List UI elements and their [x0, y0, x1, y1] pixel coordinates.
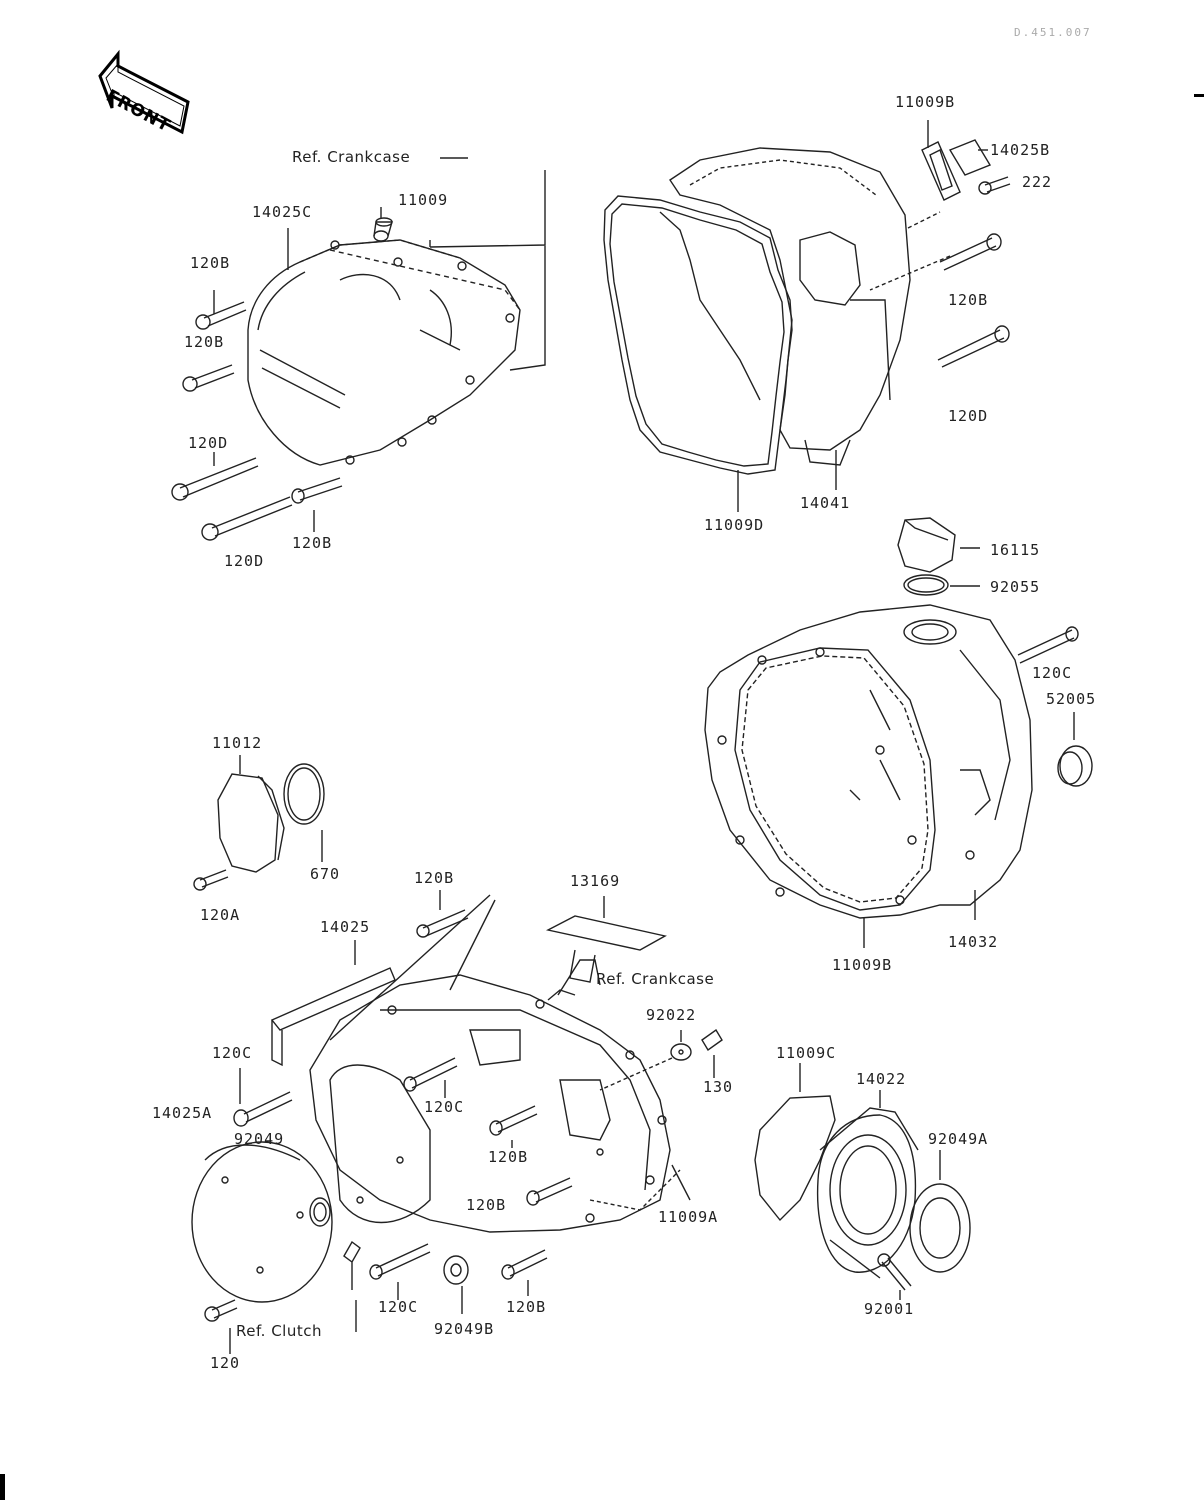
gasket-11009D	[603, 195, 793, 475]
bolt-120	[204, 1299, 238, 1322]
label-130: 130	[703, 1078, 734, 1096]
label-14032: 14032	[948, 933, 999, 951]
label-120B-g: 120B	[466, 1196, 507, 1214]
washer-92049B	[443, 1255, 469, 1285]
washer-92022	[670, 1043, 692, 1061]
label-11009B: 11009B	[832, 956, 893, 974]
bolt-120D-1	[171, 457, 259, 501]
seal-92049A	[909, 1183, 971, 1273]
label-92049: 92049	[234, 1130, 285, 1148]
bolt-120D-3	[937, 325, 1010, 368]
label-16115: 16115	[990, 541, 1041, 559]
label-ref-crankcase-top: Ref. Crankcase	[292, 148, 411, 166]
label-120D-a: 120D	[188, 434, 229, 452]
label-120C-b: 120C	[212, 1044, 253, 1062]
engine-cover-14025	[309, 974, 671, 1233]
label-13169: 13169	[570, 872, 621, 890]
label-670: 670	[310, 865, 341, 883]
label-11009: 11009	[398, 191, 449, 209]
label-120D-b: 120D	[224, 552, 265, 570]
bracket-13169	[545, 915, 667, 983]
label-222: 222	[1022, 173, 1053, 191]
plug-52005	[1057, 745, 1093, 787]
label-14025C: 14025C	[252, 203, 313, 221]
bolt-120B-3	[291, 477, 343, 504]
edge-mark-top-right	[1194, 94, 1204, 97]
bolt-120A	[193, 869, 229, 891]
label-11009A: 11009A	[658, 1208, 719, 1226]
dowel-11009	[373, 217, 393, 242]
bolt-120B-1	[195, 301, 247, 330]
bolt-120B-5	[416, 909, 469, 938]
housing-14022	[816, 1107, 919, 1279]
label-14025B: 14025B	[990, 141, 1051, 159]
bolt-120C-3	[403, 1057, 458, 1092]
ring-670	[283, 763, 325, 825]
ref-crankcase-bracket	[429, 170, 546, 371]
bolt-92001	[877, 1253, 912, 1291]
label-120B-h: 120B	[506, 1298, 547, 1316]
label-14025A: 14025A	[152, 1104, 213, 1122]
screw-222	[978, 176, 1011, 195]
cover-11012	[217, 773, 285, 873]
label-92055: 92055	[990, 578, 1041, 596]
label-120D-c: 120D	[948, 407, 989, 425]
label-120B-c: 120B	[292, 534, 333, 552]
label-120: 120	[210, 1354, 241, 1372]
oil-filler-cap-16115	[897, 517, 956, 573]
label-14022: 14022	[856, 1070, 907, 1088]
label-92049A: 92049A	[928, 1130, 989, 1148]
label-120C-d: 120C	[378, 1298, 419, 1316]
label-14041: 14041	[800, 494, 851, 512]
seal-92049	[309, 1197, 331, 1227]
plate-14025	[270, 967, 396, 1067]
edge-mark-bottom-left	[0, 1474, 5, 1500]
label-120B-f: 120B	[488, 1148, 529, 1166]
label-ref-crankcase-bottom: Ref. Crankcase	[596, 970, 715, 988]
label-52005: 52005	[1046, 690, 1097, 708]
label-92001: 92001	[864, 1300, 915, 1318]
bolt-120C-2	[233, 1091, 293, 1127]
generator-cover	[247, 239, 521, 466]
label-11009D: 11009D	[704, 516, 765, 534]
label-92049B: 92049B	[434, 1320, 495, 1338]
label-120A: 120A	[200, 906, 241, 924]
bolt-120B-7	[526, 1177, 573, 1206]
bolt-120B-6	[489, 1105, 538, 1136]
gasket-11009C	[754, 1095, 836, 1222]
bolt-120B-4	[939, 233, 1002, 271]
bolt-130	[701, 1028, 723, 1052]
label-120C-a: 120C	[1032, 664, 1073, 682]
bolt-120C-4	[369, 1243, 431, 1280]
label-120C-c: 120C	[424, 1098, 465, 1116]
front-arrow-icon	[98, 49, 190, 135]
label-120B-b: 120B	[184, 333, 225, 351]
cover-14041	[669, 147, 911, 466]
bolt-120B-8	[501, 1249, 548, 1280]
cap-14025B	[948, 139, 992, 176]
clutch-cover-14032	[704, 604, 1033, 919]
label-ref-clutch: Ref. Clutch	[236, 1322, 322, 1340]
bolt-120D-2	[201, 496, 293, 541]
label-14025: 14025	[320, 918, 371, 936]
label-120B-a: 120B	[190, 254, 231, 272]
bolt-120C-1	[1017, 626, 1079, 664]
label-92022: 92022	[646, 1006, 697, 1024]
pin-ref-clutch	[343, 1240, 361, 1290]
bolt-120B-2	[182, 364, 235, 392]
label-11012: 11012	[212, 734, 263, 752]
cover-14025A	[191, 1141, 333, 1303]
label-120B-d: 120B	[948, 291, 989, 309]
header-code-right: D.451.007	[1014, 26, 1092, 39]
label-120B-e: 120B	[414, 869, 455, 887]
gasket-11009B-top	[921, 141, 961, 201]
label-11009B-top: 11009B	[895, 93, 956, 111]
o-ring-92055	[903, 574, 949, 596]
label-11009C: 11009C	[776, 1044, 837, 1062]
